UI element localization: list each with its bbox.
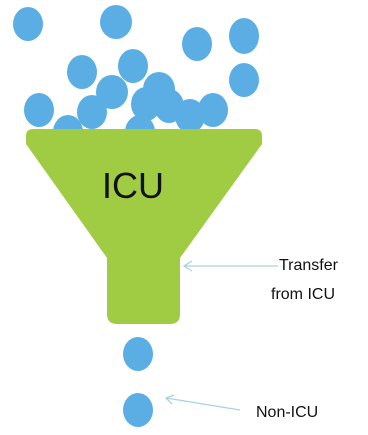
incoming-patients <box>13 5 259 149</box>
patient-dot <box>96 75 128 109</box>
patient-dot <box>13 7 43 41</box>
patient-dot <box>198 93 228 127</box>
patient-dot <box>131 87 161 121</box>
funnel-label: ICU <box>102 165 164 206</box>
patient-dot <box>77 95 107 129</box>
funnel-shape <box>26 129 262 324</box>
patient-dot <box>24 93 54 127</box>
patient-dot <box>175 99 205 133</box>
patient-dot <box>118 49 148 83</box>
patient-dot <box>67 55 97 89</box>
patient-dot <box>229 63 259 97</box>
outgoing-patients <box>123 337 153 427</box>
transfer-label-line2: from ICU <box>271 286 335 303</box>
patient-dot <box>123 393 153 427</box>
patient-dot <box>229 18 259 54</box>
exit-arrow <box>164 394 241 411</box>
patient-dot <box>100 5 132 39</box>
patient-dot <box>182 27 212 61</box>
transfer-arrow <box>182 260 278 272</box>
transfer-label-line1: Transfer <box>279 257 338 274</box>
exit-label: Non-ICU <box>256 404 319 421</box>
patient-dot <box>123 337 153 371</box>
